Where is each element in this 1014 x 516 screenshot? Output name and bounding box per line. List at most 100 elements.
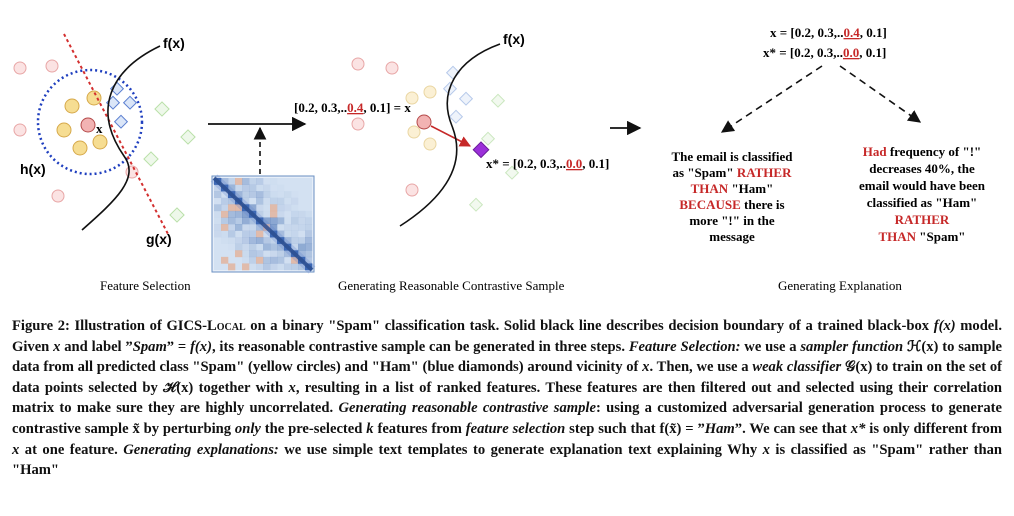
matrix-cell — [214, 184, 222, 192]
matrix-cell — [284, 211, 291, 218]
caption-text: features from — [373, 420, 466, 437]
matrix-cell — [305, 250, 313, 258]
matrix-cell — [263, 263, 271, 271]
matrix-cell — [284, 250, 292, 258]
spam-point — [423, 137, 437, 151]
matrix-cell — [305, 210, 313, 218]
matrix-cell — [242, 230, 250, 238]
spam-point — [423, 85, 437, 99]
caption-heading: Feature Selection: — [628, 338, 741, 355]
whatif-line: classified as "Ham" — [867, 195, 978, 210]
why-line: more "!" in the — [689, 213, 775, 228]
matrix-cell — [242, 184, 250, 192]
matrix-cell — [305, 256, 313, 264]
perturbation-arrow — [430, 125, 471, 147]
matrix-cell — [284, 191, 292, 199]
caption-math: x — [762, 441, 770, 458]
whatif-line: Had frequency of "!" — [863, 144, 982, 159]
fx-label-2: f(x) — [503, 31, 525, 47]
matrix-cell — [214, 204, 222, 212]
caption-math: x — [288, 379, 296, 396]
matrix-cell — [263, 211, 270, 218]
matrix-cell — [284, 217, 291, 224]
matrix-cell — [305, 230, 313, 238]
panel2-caption: Generating Reasonable Contrastive Sample — [338, 278, 565, 293]
matrix-cell — [228, 178, 236, 185]
caption-text: we use a — [740, 338, 801, 355]
matrix-cell — [256, 204, 264, 212]
figure-illustration: x f(x) h(x) g(x) Feature Selection — [13, 25, 986, 293]
caption-math: Spam — [132, 338, 167, 355]
matrix-cell — [305, 224, 313, 231]
ham-point — [490, 93, 506, 108]
spam-point — [405, 183, 419, 197]
matrix-cell — [235, 184, 243, 192]
matrix-cell — [228, 230, 236, 238]
matrix-cell — [249, 237, 257, 245]
caption-text: at one feature. — [19, 441, 124, 458]
matrix-cell — [221, 204, 229, 212]
caption-term: sampler function — [800, 338, 904, 355]
caption-text: we use simple text templates to generate… — [278, 441, 763, 458]
matrix-cell — [284, 198, 291, 205]
ham-point — [143, 151, 159, 167]
caption-text: step such that f(x̃) = ” — [565, 420, 705, 437]
contrastive-sample-point — [472, 141, 490, 159]
matrix-cell — [298, 250, 306, 258]
weak-classifier-boundary — [63, 33, 169, 235]
matrix-cell — [256, 210, 264, 218]
matrix-cell — [235, 231, 242, 238]
ham-point — [504, 165, 520, 180]
matrix-cell — [214, 217, 221, 224]
matrix-cell — [256, 184, 264, 192]
why-line: as "Spam" RATHER — [673, 165, 793, 180]
caption-text: and label ” — [60, 338, 133, 355]
caption-math: x — [12, 441, 20, 458]
matrix-cell — [263, 204, 270, 211]
matrix-cell — [291, 204, 298, 211]
matrix-cell — [235, 224, 243, 231]
matrix-cell — [228, 263, 236, 271]
matrix-cell — [228, 237, 235, 244]
caption-math: f(x) — [190, 338, 212, 355]
caption-text: 𝒢(x) to train on the set of data points … — [12, 359, 1002, 396]
matrix-cell — [291, 256, 299, 264]
matrix-cell — [221, 197, 229, 205]
vector-x: [0.2, 0.3,..0.4, 0.1] = x — [294, 100, 411, 115]
matrix-cell — [249, 217, 257, 225]
ham-point — [448, 109, 464, 124]
ham-point — [458, 91, 474, 106]
caption-text: ” = — [166, 338, 191, 355]
matrix-cell — [263, 243, 271, 251]
matrix-cell — [214, 224, 222, 231]
caption-math: f(x) — [933, 318, 956, 334]
caption-term: only — [234, 420, 261, 437]
matrix-cell — [256, 243, 264, 251]
ham-point — [468, 197, 484, 212]
matrix-cell — [256, 197, 264, 205]
matrix-cell — [256, 191, 264, 199]
fx-label: f(x) — [163, 35, 185, 51]
matrix-cell — [249, 250, 257, 258]
matrix-cell — [298, 237, 306, 245]
matrix-cell — [214, 211, 221, 218]
spam-point — [51, 189, 65, 203]
matrix-cell — [242, 178, 250, 185]
panel1-caption: Feature Selection — [100, 278, 191, 293]
panel-explanation: x = [0.2, 0.3,..0.4, 0.1] x* = [0.2, 0.3… — [672, 25, 986, 293]
ham-point — [169, 207, 185, 223]
matrix-cell — [298, 231, 305, 238]
matrix-cell — [235, 237, 243, 245]
caption-heading: Generating explanations: — [123, 441, 279, 458]
caption-text: model. Given — [12, 318, 1002, 355]
matrix-cell — [249, 184, 257, 192]
matrix-cell — [221, 256, 229, 264]
arrow-to-why — [720, 65, 823, 133]
caption-text: the pre-selected — [260, 420, 367, 437]
decision-boundary — [399, 43, 501, 227]
matrix-cell — [256, 263, 264, 271]
spam-point — [13, 123, 27, 137]
matrix-cell — [242, 191, 250, 199]
matrix-cell — [235, 191, 243, 199]
ham-point — [113, 114, 129, 129]
